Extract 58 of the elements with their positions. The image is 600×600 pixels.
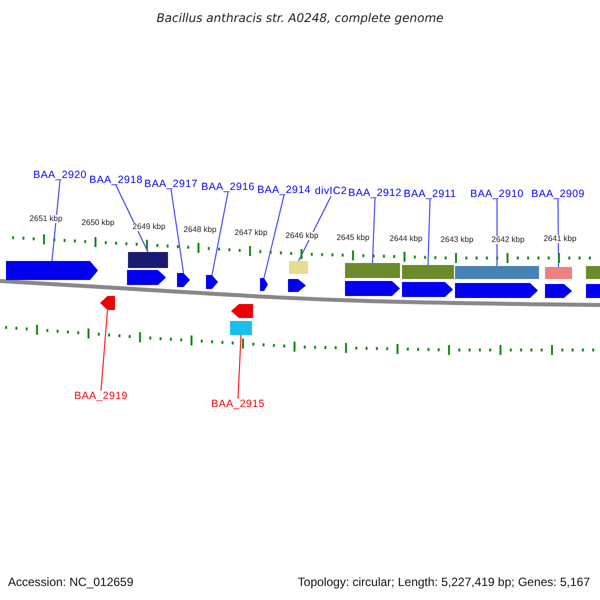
gene-label: BAA_2916 [201,182,255,192]
feature-block [345,263,400,278]
gene-feature [288,279,306,292]
gene-feature [545,284,572,298]
leader-line [212,192,228,276]
gene-label: BAA_2917 [144,178,198,190]
gene-feature [177,273,190,287]
scale-label: 2646 kbp [284,232,320,240]
genome-summary-text: Topology: circular; Length: 5,227,419 bp; Genes: 5,167 [298,576,590,588]
leader-line [100,310,108,392]
feature-block [289,261,308,274]
leader-line [116,184,148,252]
feature-block [455,266,539,279]
leader-line [170,188,184,274]
leader-line [264,194,284,278]
scale-label: 2645 kbp [336,234,370,242]
gene-label: BAA_2910 [470,188,524,200]
gene-feature [260,278,268,291]
leader-line [238,334,242,400]
feature-block [586,266,600,279]
gene-feature [6,261,98,280]
feature-block [230,321,252,335]
gene-label: BAA_2911 [404,188,456,200]
scale-label: 2647 kbp [234,229,268,237]
gene-label: BAA_2919 [74,390,128,402]
scale-label: 2642 kbp [490,236,526,244]
feature-block [545,267,572,279]
gene-feature [231,304,253,318]
diagram-title: Bacillus anthracis str. A0248, complete genome [156,12,444,24]
scale-label: 2649 kbp [132,223,166,231]
gene-label: BAA_2918 [89,174,143,186]
gene-label: divIC2 [314,186,348,196]
scale-label: 2641 kbp [542,235,578,243]
leader-line [428,198,430,266]
leader-line [298,196,332,262]
gene-label: BAA_2909 [531,188,585,200]
leader-line [496,198,498,266]
leader-line [372,198,376,264]
gene-feature [206,275,218,289]
scale-label: 2650 kbp [80,219,116,227]
feature-block [402,265,454,279]
gene-label: BAA_2915 [211,398,265,410]
scale-label: 2651 kbp [28,215,64,223]
gene-label: BAA_2912 [348,188,402,198]
gene-label: BAA_2914 [257,184,311,196]
gene-feature [345,281,400,296]
gene-feature [127,270,166,285]
accession-text: Accession: NC_012659 [8,576,134,588]
gene-feature [100,296,115,310]
gene-feature [455,283,538,298]
feature-block [586,284,600,298]
scale-label: 2648 kbp [182,226,218,234]
feature-block [128,252,168,268]
scale-label: 2644 kbp [388,235,424,243]
gene-feature [402,282,453,297]
leader-line [52,180,60,262]
scale-label: 2643 kbp [440,236,474,244]
gene-label: BAA_2920 [33,170,87,180]
